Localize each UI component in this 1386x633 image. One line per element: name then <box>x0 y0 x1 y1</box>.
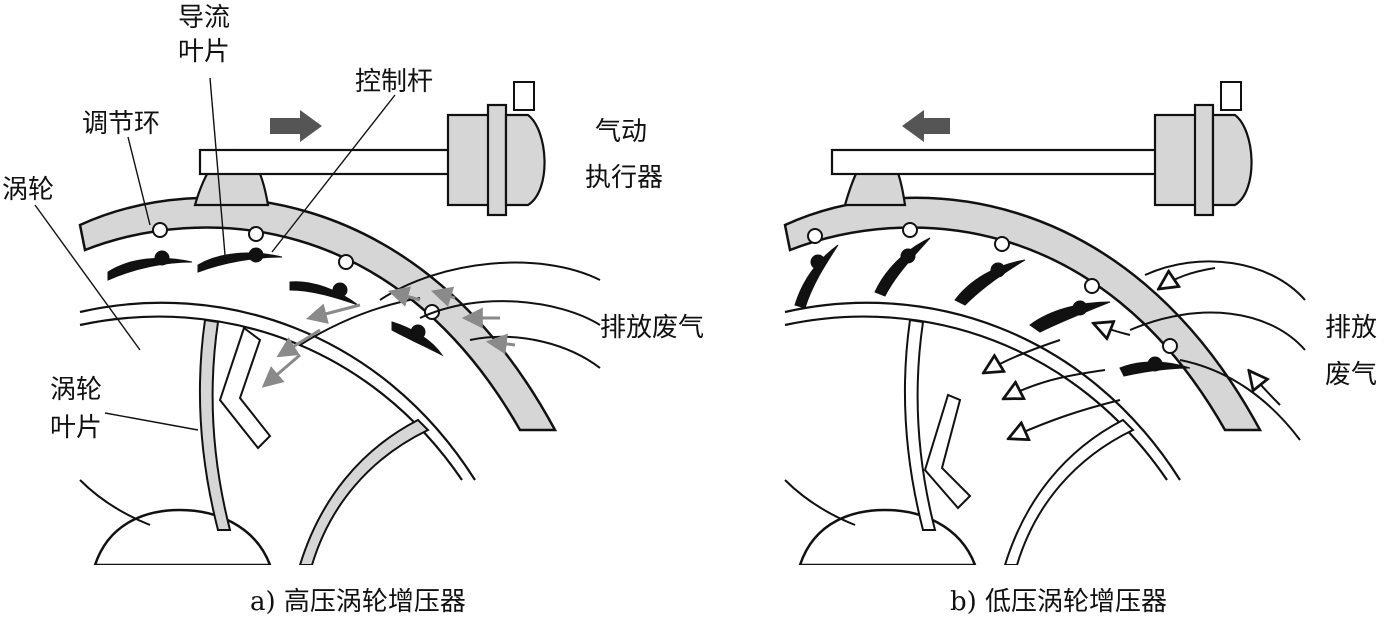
turbine-blade-a3 <box>79 479 151 526</box>
vane-pins-b <box>807 222 1178 354</box>
label-turbine-blade-1: 涡轮 <box>50 375 102 405</box>
turbine-rim-b <box>784 301 1181 481</box>
panel-a <box>34 77 601 565</box>
turbine-blade-a1 <box>198 318 232 531</box>
label-guide-vane-2: 叶片 <box>178 37 230 67</box>
turbine-blade-a2 <box>298 418 430 565</box>
guide-vanes-a <box>107 247 444 357</box>
label-exhaust-a: 排放废气 <box>600 313 704 343</box>
exhaust-flow-lines-a <box>299 261 601 369</box>
flow-chevron-b <box>923 393 972 510</box>
label-guide-vane-1: 导流 <box>178 3 230 33</box>
caption-panel-a: a) 高压涡轮增压器 <box>250 587 466 617</box>
actuator-dome-a <box>504 113 546 207</box>
label-adjusting-ring: 调节环 <box>82 109 160 139</box>
labels-b: 排放 废气 b) 低压涡轮增压器 <box>950 313 1377 617</box>
label-exhaust-b-2: 废气 <box>1325 360 1377 390</box>
labels-a: 导流 叶片 控制杆 调节环 气动 执行器 涡轮 排放废气 涡轮 叶片 a) 高压… <box>2 3 704 617</box>
actuator-port-b <box>1220 81 1242 111</box>
guide-vanes-b <box>794 237 1191 377</box>
control-rod-a <box>198 148 452 176</box>
panel-b <box>783 81 1306 565</box>
adjusting-ring-a <box>78 196 558 432</box>
actuator-port-a <box>513 81 535 111</box>
turbine-hub-a <box>93 508 272 565</box>
actuator-dome-b <box>1211 113 1253 207</box>
turbine-hub-b <box>798 508 977 565</box>
flow-chevron-a <box>218 326 272 450</box>
caption-panel-b: b) 低压涡轮增压器 <box>950 587 1167 617</box>
actuator-flange-a <box>486 103 508 217</box>
right-arrow-icon <box>270 110 322 142</box>
turbine-blade-b2 <box>1003 418 1135 565</box>
turbine-blade-b3 <box>784 479 856 526</box>
leader-lines-a <box>34 77 396 431</box>
flow-arrows-a <box>261 286 516 388</box>
control-rod-b <box>830 148 1159 176</box>
label-actuator-2: 执行器 <box>585 163 663 193</box>
label-turbine: 涡轮 <box>2 175 54 205</box>
actuator-flange-b <box>1193 103 1215 217</box>
flow-arrows-b <box>985 267 1281 438</box>
label-exhaust-b-1: 排放 <box>1325 313 1377 343</box>
left-arrow-icon <box>902 110 950 142</box>
label-turbine-blade-2: 叶片 <box>50 413 102 443</box>
label-control-rod: 控制杆 <box>355 67 433 97</box>
label-actuator-1: 气动 <box>595 117 647 147</box>
turbine-blade-b1 <box>903 318 937 531</box>
